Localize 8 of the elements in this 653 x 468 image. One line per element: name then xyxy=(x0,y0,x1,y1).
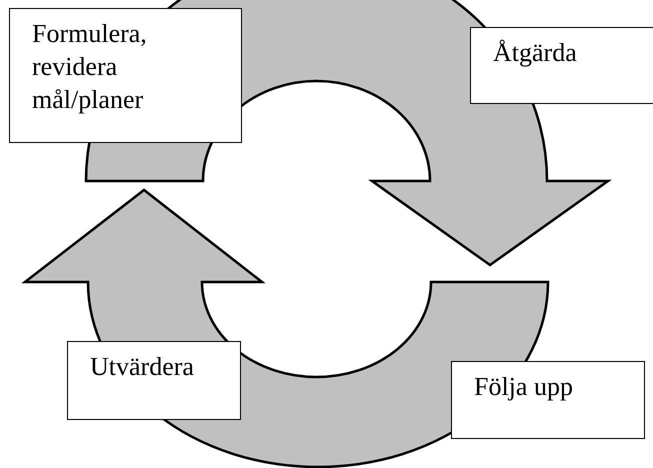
box-label: Åtgärda xyxy=(493,37,578,69)
text-box xyxy=(470,27,653,104)
box-label: Formulera, revidera mål/planer xyxy=(32,18,148,116)
text-box xyxy=(67,341,241,420)
box-label: Följa upp xyxy=(474,371,574,403)
text-box xyxy=(9,8,242,143)
box-label: Utvärdera xyxy=(90,351,195,383)
text-box xyxy=(451,361,645,439)
